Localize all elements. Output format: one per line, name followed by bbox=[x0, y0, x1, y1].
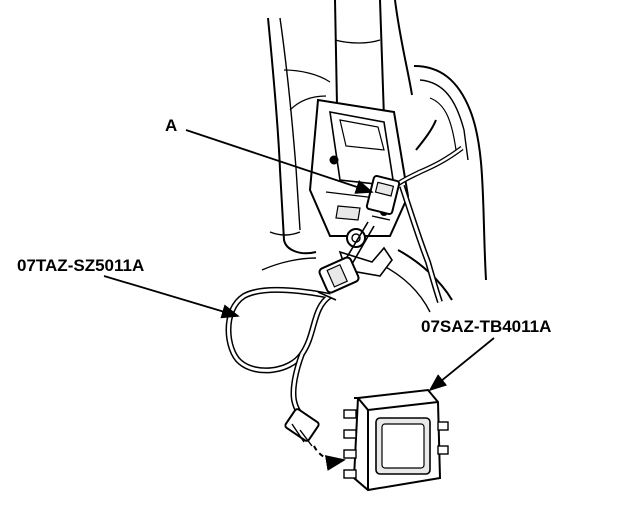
harness-lower-connector bbox=[284, 408, 320, 447]
leader-unit bbox=[428, 337, 495, 392]
connection-path bbox=[313, 445, 346, 471]
vehicle-harness bbox=[390, 119, 464, 303]
control-unit bbox=[343, 388, 449, 492]
accessory-harness-cable bbox=[225, 221, 375, 421]
leader-harness bbox=[103, 275, 240, 319]
callout-harness-part-number: 07TAZ-SZ5011A bbox=[17, 256, 145, 275]
callout-a: A bbox=[165, 116, 178, 135]
callout-unit-part-number: 07SAZ-TB4011A bbox=[421, 317, 552, 336]
leader-lines bbox=[103, 129, 495, 392]
leader-a bbox=[185, 129, 374, 194]
harness-upper-connector bbox=[317, 256, 360, 301]
